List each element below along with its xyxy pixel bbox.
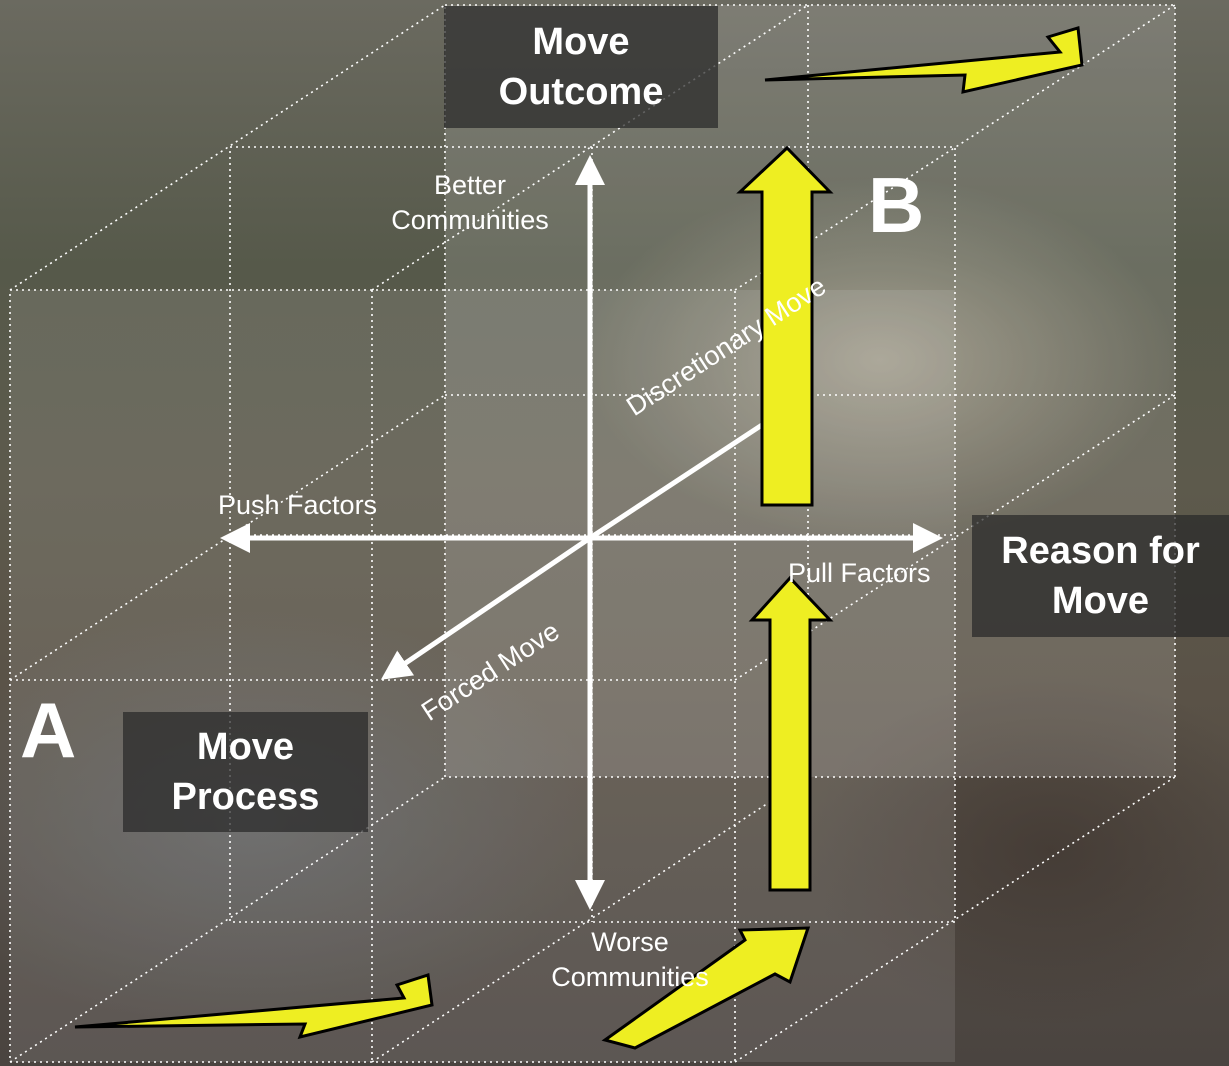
better-communities-label: Better Communities (391, 170, 549, 236)
arrow-top-right-horizontal (764, 26, 1084, 94)
reason-for-move-box: Reason for Move (972, 515, 1229, 637)
arrow-vertical-upper (736, 145, 834, 507)
corner-letter-a: A (20, 686, 77, 774)
worse-communities-label: Worse Communities (551, 927, 709, 993)
arrow-bottom-diagonal (601, 926, 811, 1050)
reason-for-move-label: Reason for Move (1001, 529, 1200, 622)
corner-letter-b: B (868, 161, 925, 249)
pull-factors-label: Pull Factors (788, 558, 931, 588)
axis-forced (380, 535, 592, 680)
arrow-vertical-lower (748, 575, 834, 892)
move-process-label: Move Process (171, 725, 320, 818)
arrow-bottom-left-horizontal (74, 973, 434, 1040)
yellow-arrows (74, 26, 1084, 1050)
move-outcome-label: Move Outcome (498, 20, 664, 113)
push-factors-label: Push Factors (218, 490, 378, 520)
move-process-box: Move Process (123, 712, 368, 832)
axes (220, 155, 943, 910)
move-outcome-box: Move Outcome (444, 6, 718, 128)
